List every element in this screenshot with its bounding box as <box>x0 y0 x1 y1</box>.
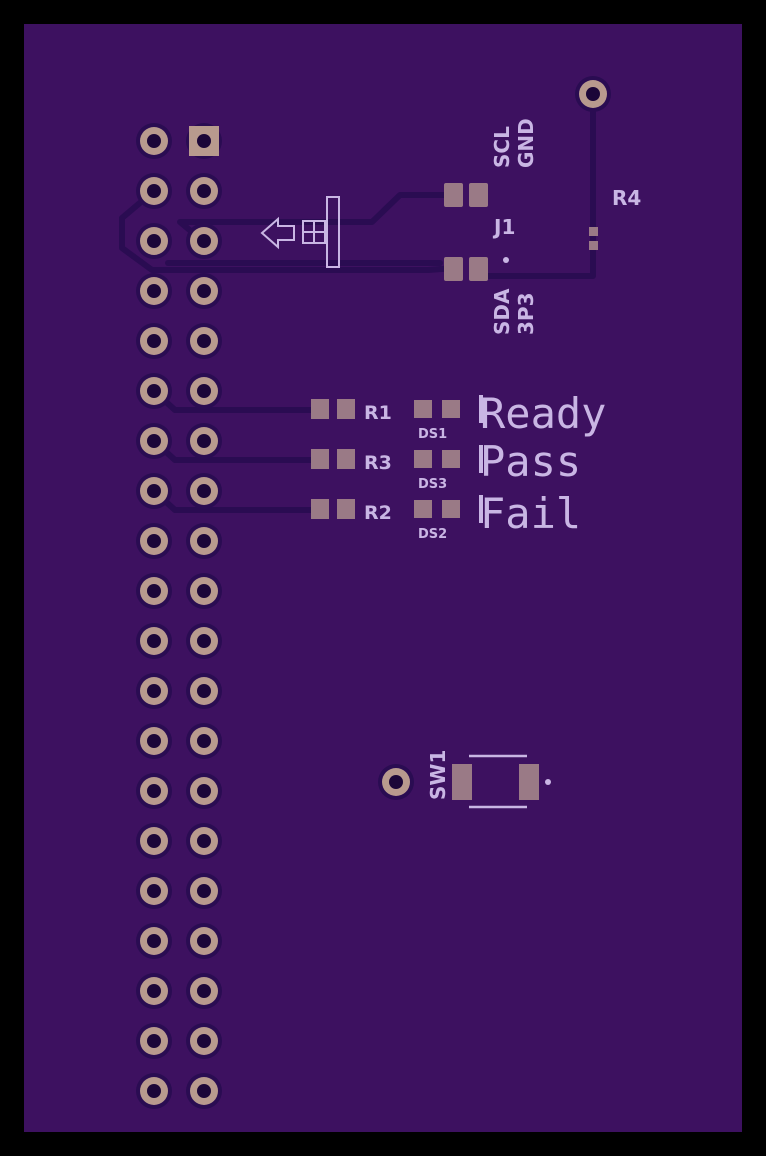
header-pin <box>186 623 222 659</box>
r4-label: R4 <box>612 186 641 210</box>
j1-label: J1 <box>492 215 515 239</box>
pin-label-gnd: GND <box>514 118 538 168</box>
header-pin <box>136 873 172 909</box>
led-status-label: Fail <box>480 489 581 538</box>
header-pin <box>136 573 172 609</box>
header-pin <box>136 523 172 559</box>
header-pin <box>186 973 222 1009</box>
pin-label-scl: SCL <box>490 126 514 168</box>
header-pin <box>186 673 222 709</box>
header-pin <box>136 623 172 659</box>
led-designator: DS1 <box>418 427 447 442</box>
arrow-icon <box>260 196 340 268</box>
header-pin <box>186 723 222 759</box>
header-pin <box>186 123 222 159</box>
led-row-pass: R3 DS3 Pass <box>311 437 581 492</box>
header-pin <box>136 823 172 859</box>
header-pin <box>186 523 222 559</box>
header-pin <box>136 223 172 259</box>
header-pin <box>186 573 222 609</box>
resistor-label: R3 <box>364 452 392 474</box>
header-pin <box>136 323 172 359</box>
header-pin <box>136 273 172 309</box>
header-pin <box>186 323 222 359</box>
traces <box>119 92 596 513</box>
j1-connector <box>444 183 509 281</box>
led-designator: DS3 <box>418 477 447 492</box>
led-rows: R1 DS1 Ready R3 DS3 Pass R2 DS2 <box>311 389 606 542</box>
header-pin <box>186 223 222 259</box>
led-row-ready: R1 DS1 Ready <box>311 389 606 442</box>
resistor-label: R1 <box>364 402 392 424</box>
header-pin <box>186 423 222 459</box>
header-pin <box>136 423 172 459</box>
header-pin <box>186 173 222 209</box>
header-pin <box>186 473 222 509</box>
header-pin <box>186 773 222 809</box>
header-pin <box>186 1023 222 1059</box>
r4-resistor <box>589 227 598 250</box>
header-pin <box>136 923 172 959</box>
resistor-label: R2 <box>364 502 392 524</box>
sw1-label: SW1 <box>426 750 450 800</box>
header-pin <box>136 773 172 809</box>
led-row-fail: R2 DS2 Fail <box>311 489 581 542</box>
header-pin <box>136 123 172 159</box>
header-pin <box>186 923 222 959</box>
led-status-label: Ready <box>480 389 606 438</box>
header-pin <box>136 373 172 409</box>
header-pin <box>136 173 172 209</box>
led-designator: DS2 <box>418 527 447 542</box>
header-pin <box>186 1073 222 1109</box>
header-pin <box>186 873 222 909</box>
r4-via <box>575 76 611 112</box>
pin-label-3p3: 3P3 <box>514 293 538 336</box>
header-pin <box>136 473 172 509</box>
header-pin <box>186 373 222 409</box>
header-pin <box>136 1023 172 1059</box>
header-pin <box>136 973 172 1009</box>
header-pin <box>186 273 222 309</box>
sw1-switch <box>378 754 551 809</box>
pin-label-sda: SDA <box>490 288 514 335</box>
header-pin <box>136 723 172 759</box>
led-status-label: Pass <box>480 437 581 486</box>
header-pin <box>136 673 172 709</box>
pin-header <box>136 123 222 1109</box>
header-pin <box>186 823 222 859</box>
header-pin <box>136 1073 172 1109</box>
